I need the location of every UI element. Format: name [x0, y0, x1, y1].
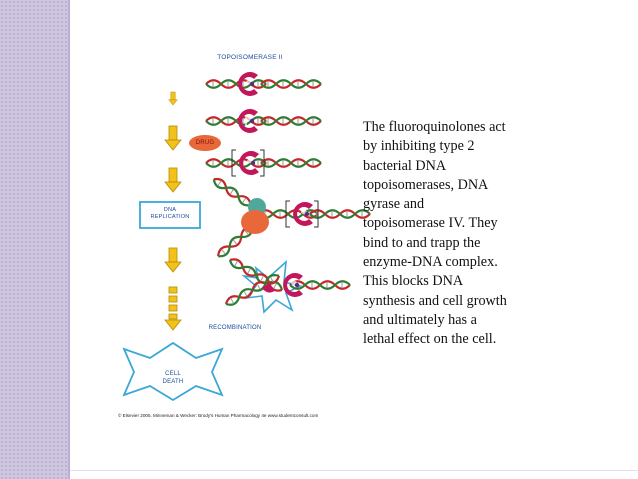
dna-replication-label: DNA REPLICATION — [150, 207, 190, 220]
cell-death-label: CELL DEATH — [162, 371, 184, 385]
sidebar-edge — [68, 0, 70, 479]
copyright-credit: © Elsevier 2005. Minneman & Wecker: Brod… — [118, 413, 319, 418]
enzyme-fragment — [262, 282, 276, 293]
cell-death-starburst — [122, 341, 224, 402]
recombination-label: RECOMBINATION — [208, 325, 262, 331]
topoisomerase-label: TOPOISOMERASE II — [217, 54, 283, 61]
cleavage-bracket-left — [231, 149, 236, 177]
bottom-rule — [70, 470, 638, 471]
arrow-down-icon — [168, 91, 178, 106]
polymerase-body — [241, 210, 269, 234]
drug-ellipse — [189, 135, 221, 151]
topoisomerase-enzyme-2 — [238, 109, 258, 133]
sidebar-pattern — [0, 0, 68, 479]
cleavage-bracket-right — [260, 149, 265, 177]
cleavage-bracket-left-2 — [285, 200, 290, 228]
topoisomerase-enzyme-3 — [239, 151, 259, 175]
drug-label: DRUG — [195, 140, 215, 146]
dna-complex-row-4 — [256, 209, 372, 219]
arrow-down-icon — [164, 247, 182, 273]
explanation-text: The fluoroquinolones act by inhibiting t… — [363, 119, 507, 348]
dna-complex-row-2 — [204, 116, 323, 126]
dashed-arrow-down-icon — [164, 286, 182, 331]
dna-replication-box — [139, 201, 201, 229]
arrow-down-icon — [164, 125, 182, 151]
cleavage-bracket-right-2 — [314, 200, 319, 228]
arrow-down-icon — [164, 167, 182, 193]
dna-complex-row-1 — [204, 79, 323, 89]
topoisomerase-enzyme-1 — [238, 72, 258, 96]
